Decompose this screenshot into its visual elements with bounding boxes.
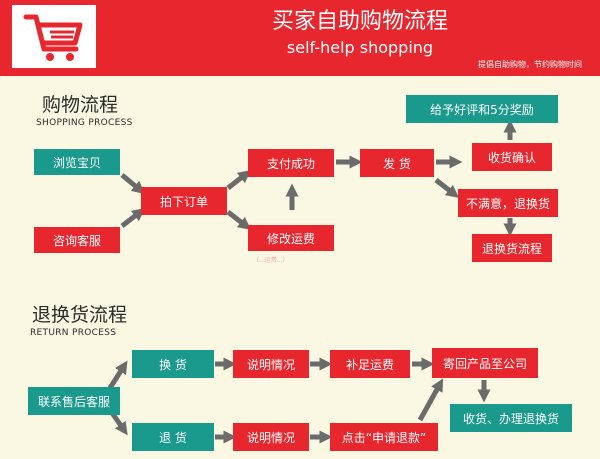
explain-situation-box-exchange: 说明情况 xyxy=(233,350,309,378)
header-slogan: 提倡自助购物，节约购物时间 xyxy=(478,60,582,69)
explain-situation-box-refund: 说明情况 xyxy=(233,423,309,451)
exchange-box: 换 货 xyxy=(132,350,214,378)
header-banner xyxy=(0,0,600,76)
header-title: 买家自助购物流程 xyxy=(271,9,448,34)
arrow-contact-exchange xyxy=(107,360,128,390)
unsatisfied-return-box: 不满意，退换货 xyxy=(458,189,558,217)
return-section-subtitle: RETURN PROCESS xyxy=(30,328,117,338)
arrow-order-modify xyxy=(226,210,252,230)
shopping-section-subtitle: SHOPPING PROCESS xyxy=(36,118,133,128)
receive-process-box: 收货、办理退换货 xyxy=(450,404,572,432)
apply-refund-box: 点击“申请退款” xyxy=(330,423,438,451)
consult-service-box: 咨询客服 xyxy=(34,227,120,253)
arrow-apply-sendback xyxy=(417,378,444,422)
browse-items-box: 浏览宝贝 xyxy=(34,149,120,175)
shopping-section-title: 购物流程 xyxy=(42,94,119,116)
ship-box: 发 货 xyxy=(360,149,434,177)
return-flow-box: 退换货流程 xyxy=(472,234,552,262)
positive-rating-box: 给予好评和5分奖励 xyxy=(406,95,558,123)
header-subtitle: self-help shopping xyxy=(286,38,434,57)
arrow-browse-order xyxy=(120,173,145,195)
place-order-box: 拍下订单 xyxy=(141,187,227,215)
arrow-ship-unsatisfied xyxy=(434,178,460,198)
contact-aftersales-box: 联系售后客服 xyxy=(28,387,120,415)
refund-box: 退 货 xyxy=(132,423,214,451)
payment-success-box: 支付成功 xyxy=(248,149,334,177)
send-back-box: 寄回产品至公司 xyxy=(432,348,538,378)
supplement-shipping-box: 补足运费 xyxy=(330,350,410,378)
arrow-order-pay xyxy=(226,170,252,190)
return-section-title: 退换货流程 xyxy=(32,304,128,326)
shopping-cart-icon xyxy=(12,5,96,68)
confirm-receipt-box: 收货确认 xyxy=(472,143,552,171)
modify-shipping-box: 修改运费 xyxy=(248,225,334,251)
modify-shipping-note: （...运费...） xyxy=(253,257,289,264)
arrow-consult-order xyxy=(120,208,146,228)
